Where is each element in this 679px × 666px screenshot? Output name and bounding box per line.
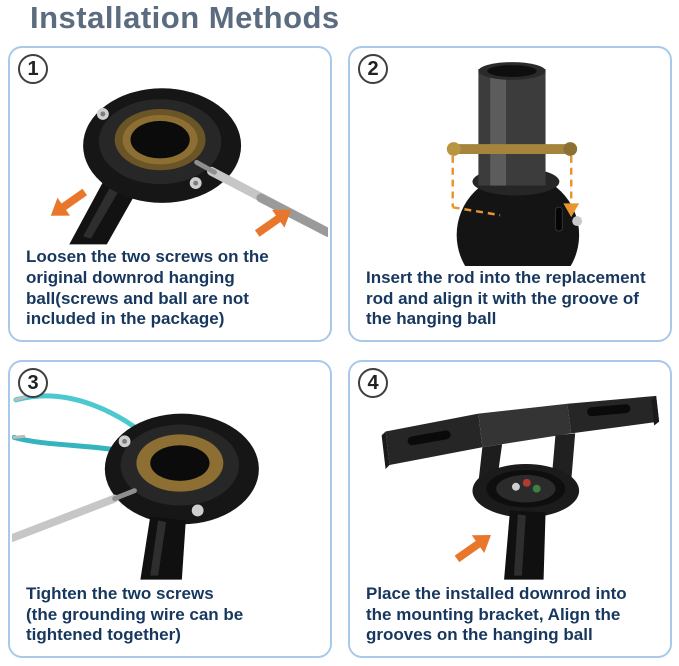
downrod [140, 516, 186, 580]
hanging-ball [104, 413, 259, 525]
step-2-caption: Insert the rod into the replacement rod … [366, 267, 646, 329]
step-3-photo [10, 362, 330, 582]
step-3-number-badge: 3 [18, 368, 48, 398]
brass-cross-pin [446, 142, 578, 156]
hanging-ball [83, 88, 242, 203]
page-title: Installation Methods [30, 0, 340, 35]
step-2-number: 2 [367, 57, 379, 80]
replacement-rod [478, 62, 546, 186]
mounting-bracket [381, 395, 660, 518]
step-2-number-badge: 2 [358, 54, 388, 84]
step-1-number-badge: 1 [18, 54, 48, 84]
step-4-number-badge: 4 [358, 368, 388, 398]
unscrew-arrow-right-icon [254, 209, 292, 237]
alignment-dashed-lines [451, 155, 573, 217]
steps-grid: 1 [8, 46, 672, 658]
step-1-caption: Loosen the two screws on the original do… [26, 247, 269, 329]
step-panel-2: 2 [348, 46, 672, 342]
step-4-caption: Place the installed downrod into the mou… [366, 583, 627, 645]
step-panel-3: 3 [8, 360, 332, 658]
step-2-photo [350, 48, 670, 266]
step-3-number: 3 [27, 371, 39, 394]
step-1-number: 1 [27, 57, 39, 80]
step-panel-4: 4 [348, 360, 672, 658]
step-4-photo [350, 362, 670, 582]
step-panel-1: 1 [8, 46, 332, 342]
step-4-number: 4 [367, 371, 379, 394]
unscrew-arrow-left-icon [50, 188, 88, 216]
step-3-caption: Tighten the two screws (the grounding wi… [26, 583, 244, 645]
downrod [504, 510, 546, 580]
step-1-photo [10, 48, 330, 245]
screwdriver [12, 488, 137, 543]
align-arrow-icon [454, 535, 491, 563]
screwdriver [194, 159, 328, 237]
align-down-arrow-icon [563, 203, 580, 218]
